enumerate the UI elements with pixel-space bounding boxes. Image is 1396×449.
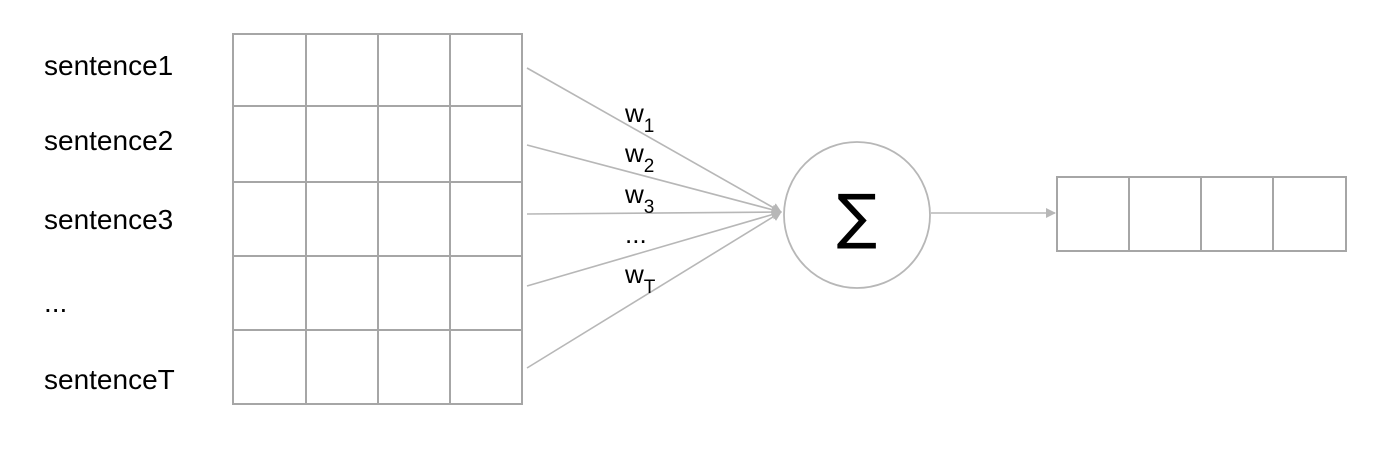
matrix-cell-r3-c2: [305, 181, 379, 257]
weight-label-1: w1: [624, 98, 654, 137]
row-label-ellipsis: ...: [44, 287, 67, 318]
matrix-cell-r2-c3: [377, 105, 451, 183]
row-label-sentence2: sentence2: [44, 125, 173, 156]
matrix-cell-r4-c4: [449, 255, 523, 331]
row-labels: sentence1 sentence2 sentence3 ... senten…: [44, 50, 175, 395]
matrix-cell-r1-c3: [377, 33, 451, 107]
sum-circle: [783, 141, 931, 289]
weighted-connections: [526, 67, 782, 369]
sigma-icon: ∑: [837, 182, 877, 252]
matrix-cell-r4-c2: [305, 255, 379, 331]
connection-line-2: [526, 144, 782, 215]
output-cell-r1-c2: [1128, 176, 1202, 252]
weight-labels: w1 w2 w3 ... wT: [624, 98, 656, 298]
input-matrix: [232, 33, 523, 405]
weight-label-T: wT: [624, 259, 656, 298]
weight-label-ellipsis: ...: [625, 219, 647, 249]
matrix-cell-r5-c3: [377, 329, 451, 405]
matrix-cell-r1-c1: [232, 33, 307, 107]
output-cell-r1-c3: [1200, 176, 1274, 252]
matrix-cell-r3-c1: [232, 181, 307, 257]
matrix-cell-r1-c2: [305, 33, 379, 107]
matrix-cell-r2-c1: [232, 105, 307, 183]
output-cell-r1-c4: [1272, 176, 1347, 252]
matrix-cell-r5-c2: [305, 329, 379, 405]
sum-node: ∑: [783, 141, 931, 289]
weight-label-3: w3: [624, 179, 654, 218]
weight-label-2: w2: [624, 138, 654, 177]
connection-line-5: [526, 211, 782, 369]
matrix-cell-r5-c4: [449, 329, 523, 405]
row-label-sentenceT: sentenceT: [44, 364, 175, 395]
connection-line-3: [526, 207, 782, 218]
row-label-sentence3: sentence3: [44, 204, 173, 235]
matrix-cell-r2-c2: [305, 105, 379, 183]
matrix-cell-r1-c4: [449, 33, 523, 107]
matrix-cell-r3-c4: [449, 181, 523, 257]
matrix-cell-r5-c1: [232, 329, 307, 405]
matrix-cell-r2-c4: [449, 105, 523, 183]
row-label-sentence1: sentence1: [44, 50, 173, 81]
matrix-cell-r4-c1: [232, 255, 307, 331]
output-vector: [1056, 176, 1347, 252]
matrix-cell-r3-c3: [377, 181, 451, 257]
connection-line-1: [526, 67, 782, 213]
output-cell-r1-c1: [1056, 176, 1130, 252]
connection-line-4: [526, 209, 782, 287]
matrix-cell-r4-c3: [377, 255, 451, 331]
